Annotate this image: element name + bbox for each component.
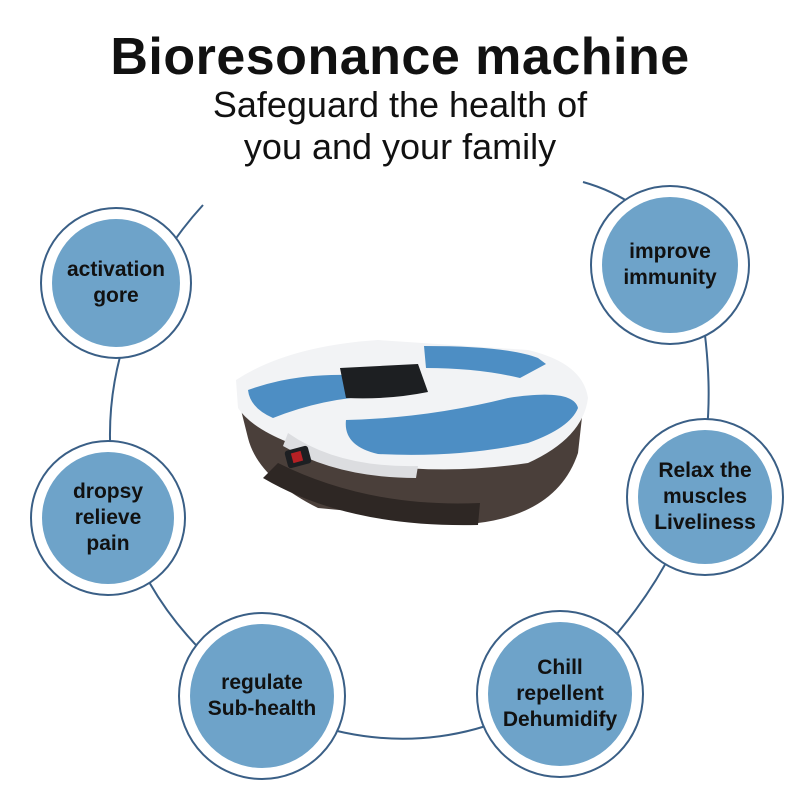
feature-label: Sub-health — [207, 697, 317, 720]
feature-circle-fill: improve immunity — [602, 197, 738, 333]
subtitle-line-2: you and your family — [243, 126, 557, 167]
feature-activation-gore: activation gore — [40, 207, 192, 359]
feature-dropsy-relieve-pain: dropsy relieve pain — [30, 440, 186, 596]
feature-regulate-sub-health: regulate Sub-health — [178, 612, 346, 780]
feature-circle-fill: Relax the muscles Liveliness — [638, 430, 772, 564]
feature-label: Liveliness — [654, 511, 756, 534]
feature-label: Relax the — [658, 459, 752, 482]
feature-circle-fill: activation gore — [52, 219, 180, 347]
foot-massager-device-icon — [236, 340, 588, 526]
feature-improve-immunity: improve immunity — [590, 185, 750, 345]
feature-relax-muscles-liveliness: Relax the muscles Liveliness — [626, 418, 784, 576]
feature-label: immunity — [623, 266, 717, 289]
feature-label: repellent — [516, 682, 604, 705]
page-subtitle: Safeguard the health of you and your fam… — [0, 84, 800, 168]
feature-label: Chill — [537, 656, 583, 679]
feature-label: improve — [629, 240, 711, 263]
feature-circle-fill: dropsy relieve pain — [42, 452, 174, 584]
feature-label: muscles — [662, 485, 748, 508]
feature-label: pain — [86, 532, 130, 555]
feature-circle-fill: regulate Sub-health — [190, 624, 334, 768]
feature-label: activation — [66, 258, 166, 281]
feature-label: regulate — [221, 671, 303, 694]
feature-label: dropsy — [72, 480, 143, 503]
feature-label: Dehumidify — [502, 708, 618, 731]
feature-label: gore — [93, 284, 139, 307]
feature-chill-repellent-dehumidify: Chill repellent Dehumidify — [476, 610, 644, 778]
subtitle-line-1: Safeguard the health of — [212, 84, 588, 125]
page-title: Bioresonance machine — [110, 28, 690, 86]
feature-label: relieve — [74, 506, 142, 529]
feature-circle-fill: Chill repellent Dehumidify — [488, 622, 632, 766]
